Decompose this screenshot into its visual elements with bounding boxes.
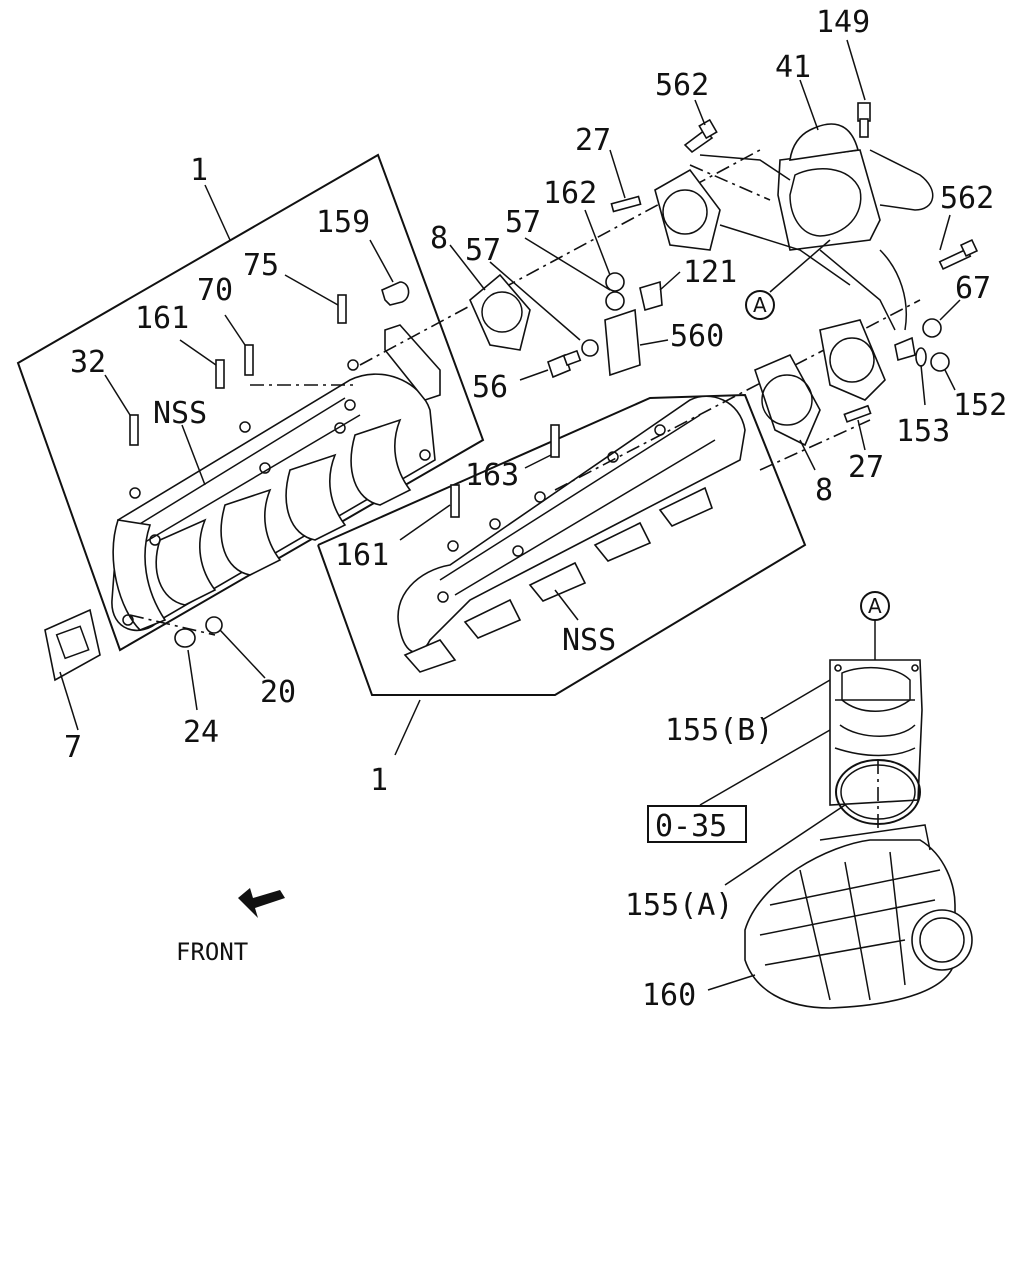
gasket-7 bbox=[44, 608, 101, 682]
label-152: 152 bbox=[953, 388, 1007, 423]
gasket-upper-right bbox=[654, 168, 721, 251]
label-159: 159 bbox=[316, 205, 370, 240]
gasket-8-lower bbox=[754, 353, 821, 447]
label-67: 67 bbox=[955, 271, 991, 306]
label-nss-left: NSS bbox=[153, 396, 207, 431]
throttle-body-155b bbox=[829, 659, 923, 806]
label-7: 7 bbox=[64, 730, 82, 765]
label-560: 560 bbox=[670, 319, 724, 354]
fasteners bbox=[129, 102, 979, 648]
gasket-right bbox=[819, 319, 886, 401]
label-1-bottom: 1 bbox=[370, 763, 388, 798]
label-41: 41 bbox=[775, 50, 811, 85]
label-149: 149 bbox=[816, 5, 870, 40]
front-arrow-icon bbox=[238, 888, 285, 918]
label-155b: 155(B) bbox=[665, 713, 773, 748]
label-162: 162 bbox=[543, 176, 597, 211]
ref-a-lower-text: A bbox=[868, 594, 882, 618]
gasket-8-upper bbox=[469, 273, 531, 351]
label-0-35: 0-35 bbox=[655, 809, 727, 844]
label-27-top: 27 bbox=[575, 123, 611, 158]
label-70: 70 bbox=[197, 273, 233, 308]
right-manifold-frame bbox=[317, 393, 807, 696]
ref-circle-a-upper bbox=[745, 290, 775, 320]
ref-a-upper-text: A bbox=[753, 293, 767, 317]
label-161-bottom: 161 bbox=[335, 538, 389, 573]
label-20: 20 bbox=[260, 675, 296, 710]
label-32: 32 bbox=[70, 345, 106, 380]
front-label: FRONT bbox=[176, 938, 248, 966]
label-24: 24 bbox=[183, 715, 219, 750]
elbow-41 bbox=[699, 123, 934, 331]
label-562-right: 562 bbox=[940, 181, 994, 216]
label-57-left: 57 bbox=[465, 233, 501, 268]
right-manifold bbox=[397, 395, 746, 673]
label-27-bottom: 27 bbox=[848, 450, 884, 485]
leader-lines bbox=[59, 39, 961, 991]
label-57-right: 57 bbox=[505, 205, 541, 240]
label-163: 163 bbox=[465, 458, 519, 493]
air-duct-160 bbox=[744, 824, 973, 1009]
label-56: 56 bbox=[472, 370, 508, 405]
left-manifold-frame bbox=[16, 153, 485, 652]
label-161-top: 161 bbox=[135, 301, 189, 336]
gaskets bbox=[44, 168, 886, 682]
label-75: 75 bbox=[243, 248, 279, 283]
label-562-top: 562 bbox=[655, 68, 709, 103]
label-nss-right: NSS bbox=[562, 623, 616, 658]
label-153: 153 bbox=[896, 414, 950, 449]
label-121: 121 bbox=[683, 255, 737, 290]
label-155a: 155(A) bbox=[625, 888, 733, 923]
label-160: 160 bbox=[642, 978, 696, 1013]
part-labels: 149 41 562 27 162 562 1 159 57 8 57 121 … bbox=[64, 5, 1007, 1013]
label-8-bottom: 8 bbox=[815, 473, 833, 508]
label-8-top: 8 bbox=[430, 221, 448, 256]
reference-box-0-35 bbox=[647, 805, 747, 843]
label-1-top: 1 bbox=[190, 153, 208, 188]
left-manifold bbox=[111, 324, 441, 632]
